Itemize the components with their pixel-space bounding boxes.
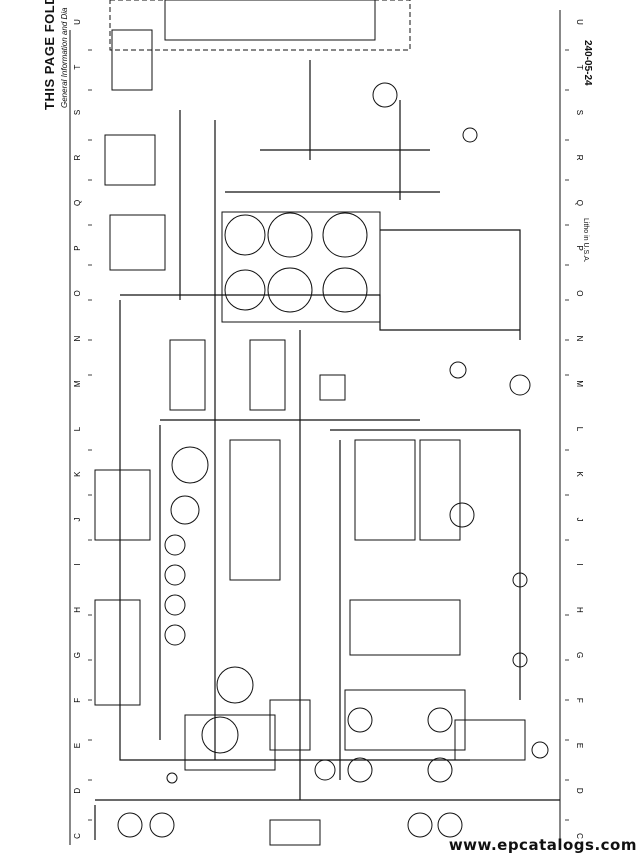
grid-letter-m: M [73, 380, 82, 387]
grid-letter-t: T [73, 65, 82, 70]
grid-letter-r: R [575, 155, 584, 161]
grid-letter-n: N [575, 336, 584, 342]
grid-letter-d: D [73, 788, 82, 794]
grid-letter-s: S [73, 110, 82, 115]
grid-letter-o: O [575, 290, 584, 296]
grid-letter-c: C [575, 833, 584, 839]
grid-letter-n: N [73, 335, 82, 341]
grid-letter-c: C [73, 833, 82, 839]
grid-letter-e: E [73, 743, 82, 748]
grid-letter-g: G [73, 652, 82, 658]
grid-letter-g: G [575, 652, 584, 658]
litho-note: Litho in U.S.A. [582, 218, 589, 263]
grid-letter-l: L [73, 426, 82, 431]
watermark: www.epcatalogs.com [448, 836, 637, 854]
grid-letter-j: J [575, 517, 584, 521]
terminal-blocks [169, 339, 526, 846]
grid-letter-m: M [575, 380, 584, 387]
page-id: 240-05-24 [582, 40, 593, 86]
grid-letter-k: K [73, 471, 82, 477]
grid-letter-u: U [575, 19, 584, 25]
grid-ticks [88, 49, 569, 821]
grid-letter-s: S [575, 110, 584, 115]
grid-letter-o: O [73, 290, 82, 296]
grid-letter-h: H [73, 607, 82, 613]
grid-letter-i: I [73, 564, 82, 566]
page-title: THIS PAGE FOLDS [42, 0, 57, 110]
grid-letter-p: P [575, 245, 584, 250]
grid-letter-f: F [73, 698, 82, 703]
grid-letter-q: Q [73, 200, 82, 206]
grid-letters-right: C D E F G H I J K L M N O P Q R S T U [575, 19, 584, 839]
grid-letter-k: K [575, 472, 584, 478]
grid-letter-j: J [73, 517, 82, 521]
grid-letter-d: D [575, 788, 584, 794]
grid-letter-r: R [73, 155, 82, 161]
connector-block [221, 211, 381, 323]
grid-letter-h: H [575, 607, 584, 613]
grid-letter-p: P [73, 245, 82, 250]
page-subtitle: General Information and Dia [60, 7, 69, 109]
top-panel [164, 0, 376, 41]
grid-letter-q: Q [575, 200, 584, 206]
top-dashed-box [109, 0, 411, 51]
grid-letter-f: F [575, 698, 584, 703]
grid-letter-t: T [575, 65, 584, 70]
gauges [117, 82, 549, 838]
left-components [94, 29, 166, 706]
grid-letter-l: L [575, 427, 584, 432]
grid-letters-left: C D E F G H I J K L M N O P Q R S T U [73, 19, 82, 839]
grid-letter-i: I [575, 564, 584, 566]
grid-letter-u: U [73, 19, 82, 25]
grid-letter-e: E [575, 743, 584, 748]
harness-trunks [94, 60, 560, 840]
